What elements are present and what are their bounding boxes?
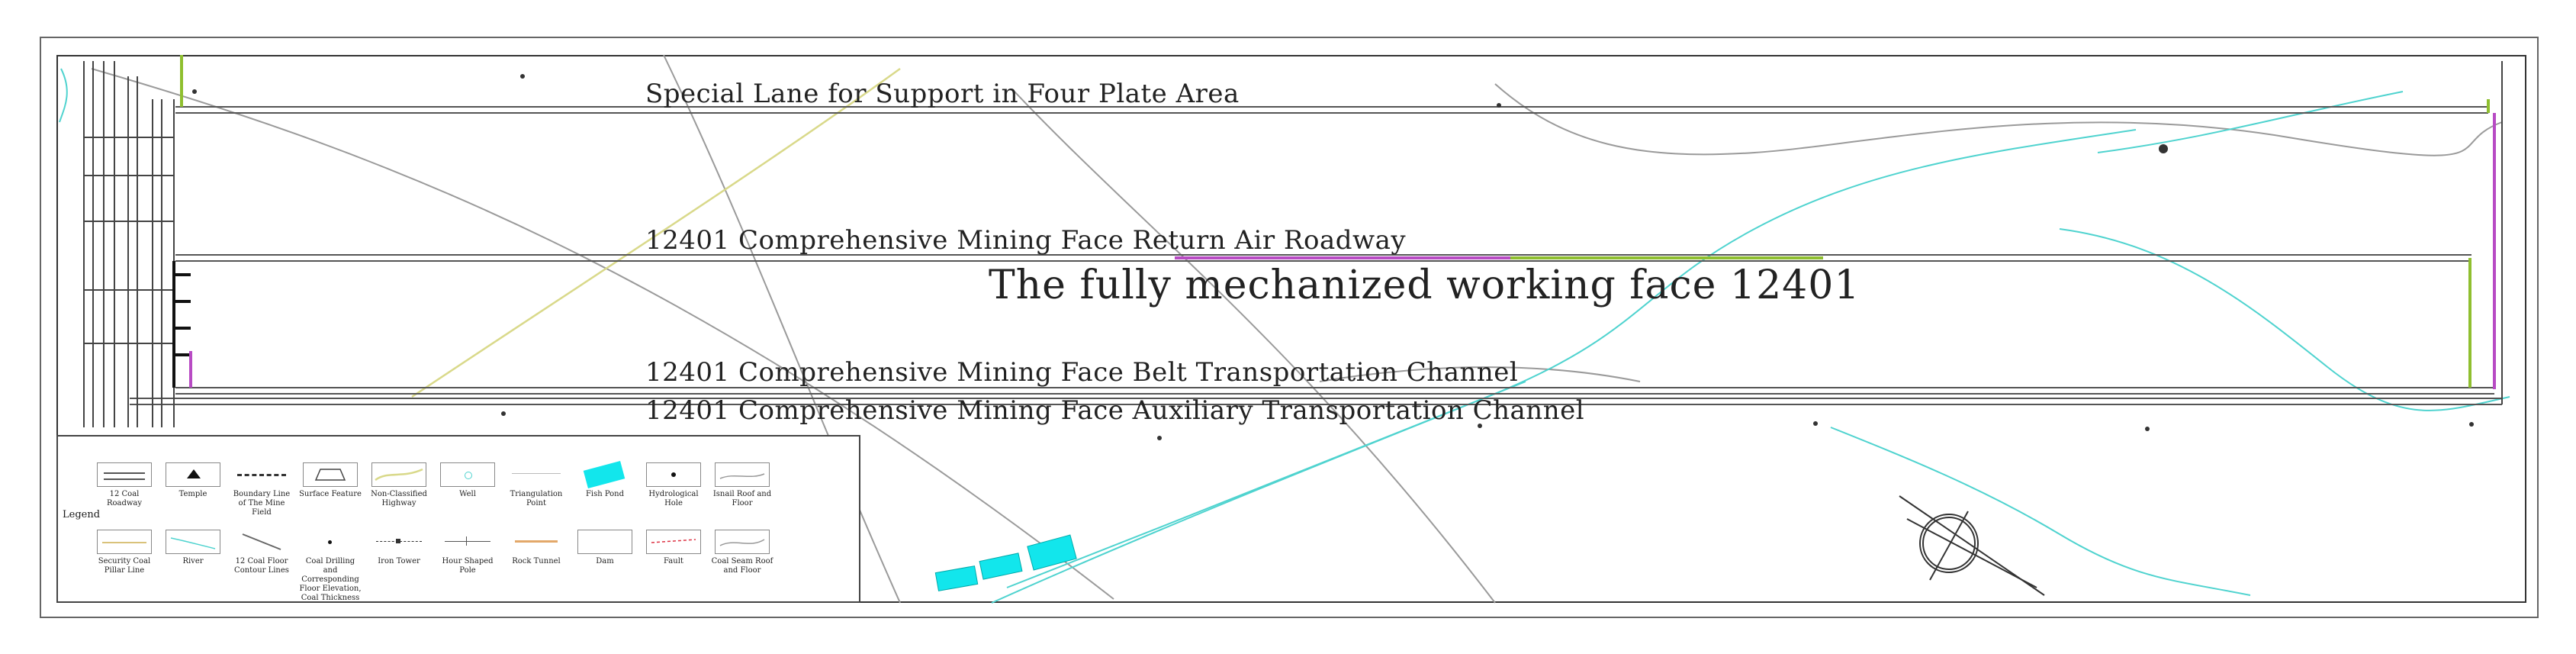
- legend-item: Coal Seam Roof and Floor: [711, 530, 773, 575]
- legend-item: Isnail Roof and Floor: [711, 462, 773, 508]
- belt-roadway: [175, 387, 2494, 395]
- trapezoid-icon: [303, 462, 358, 487]
- legend-item: Temple: [162, 462, 224, 499]
- legend-label: Well: [459, 490, 476, 498]
- legend-item: Security Coal Pillar Line: [93, 530, 156, 575]
- legend-item: Rock Tunnel: [505, 530, 568, 566]
- well-icon: [440, 462, 495, 487]
- legend-item: Non-Classified Highway: [368, 462, 430, 508]
- working-face-label: The fully mechanized working face 12401: [989, 263, 1860, 308]
- north-arrow-icon: [1899, 495, 2045, 596]
- legend-label: Isnail Roof and Floor: [712, 490, 772, 507]
- legend-label: Rock Tunnel: [512, 557, 561, 565]
- dam-icon: [577, 530, 632, 554]
- legend-item: 12 Coal Roadway: [93, 462, 156, 508]
- legend-item: Triangulation Point: [505, 462, 568, 508]
- special-lane-label: Special Lane for Support in Four Plate A…: [645, 79, 1240, 109]
- river-lines: [59, 68, 2510, 604]
- fish-pond-icon: [577, 460, 632, 489]
- dashed-boundary-icon: [234, 462, 289, 487]
- roof-floor-icon: [715, 462, 770, 487]
- legend-label: Iron Tower: [378, 557, 420, 565]
- legend-item: Hydrological Hole: [642, 462, 705, 508]
- pillar-line-icon: [97, 530, 152, 554]
- iron-tower-icon: [371, 530, 426, 554]
- legend-label: Non-Classified Highway: [371, 490, 427, 507]
- legend-item: Fault: [642, 530, 705, 566]
- rock-tunnel-icon: [509, 530, 564, 554]
- legend-item: Fish Pond: [574, 460, 636, 499]
- legend-item: River: [162, 530, 224, 566]
- legend-item: Hour Shaped Pole: [436, 530, 499, 575]
- fault-icon: [646, 530, 701, 554]
- pole-icon: [440, 530, 495, 554]
- legend-item: Well: [436, 462, 499, 499]
- main-shaft-roadways: [83, 61, 175, 427]
- legend-item: Surface Feature: [299, 462, 362, 499]
- chain-pillar-crosscuts: [172, 261, 191, 388]
- legend-item: Boundary Line of The Mine Field: [230, 462, 293, 517]
- return-air-roadway-label: 12401 Comprehensive Mining Face Return A…: [645, 225, 1407, 256]
- legend-label: Security Coal Pillar Line: [98, 557, 151, 575]
- seam-roof-floor-icon: [715, 530, 770, 554]
- highway-icon: [371, 462, 426, 487]
- triangulation-icon: [509, 462, 564, 487]
- contour-icon: [234, 530, 289, 554]
- legend-label: River: [182, 557, 204, 565]
- stopping-line: [2468, 61, 2503, 404]
- legend-label: Fish Pond: [585, 490, 625, 498]
- legend-label: Dam: [596, 557, 614, 565]
- legend-label: Coal Seam Roof and Floor: [711, 557, 773, 575]
- floor-contour-lines: [91, 54, 2503, 604]
- belt-channel-label: 12401 Comprehensive Mining Face Belt Tra…: [645, 357, 1519, 388]
- double-line-icon: [97, 462, 152, 487]
- fish-ponds: [934, 534, 1077, 591]
- legend-label: Boundary Line of The Mine Field: [233, 490, 291, 517]
- drill-hole-icon: [303, 530, 358, 554]
- map-inner-frame: [56, 55, 2526, 603]
- legend-label: 12 Coal Roadway: [106, 490, 143, 507]
- auxiliary-channel-label: 12401 Comprehensive Mining Face Auxiliar…: [645, 395, 1585, 426]
- temple-icon: [166, 462, 220, 487]
- river-icon: [166, 530, 220, 554]
- legend-label: Surface Feature: [299, 490, 362, 498]
- auxiliary-roadway: [130, 398, 2502, 405]
- legend-item: 12 Coal Floor Contour Lines: [230, 530, 293, 575]
- legend-label: 12 Coal Floor Contour Lines: [234, 557, 289, 575]
- legend-item: Iron Tower: [368, 530, 430, 566]
- legend-label: Coal Drilling and Corresponding Floor El…: [299, 557, 362, 602]
- legend-label: Fault: [664, 557, 683, 565]
- legend-item: Dam: [574, 530, 636, 566]
- legend-label: Temple: [178, 490, 207, 498]
- drill-holes: [192, 74, 2474, 440]
- map-outer-frame: [40, 37, 2539, 618]
- legend-panel: Legend 12 Coal Roadway Temple Boundary L…: [56, 435, 860, 603]
- legend-label: Hour Shaped Pole: [442, 557, 494, 575]
- legend-title: Legend: [63, 509, 101, 520]
- hydrological-hole-icon: [646, 462, 701, 487]
- legend-label: Hydrological Hole: [648, 490, 699, 507]
- legend-label: Triangulation Point: [510, 490, 563, 507]
- legend-item: Coal Drilling and Corresponding Floor El…: [299, 530, 362, 603]
- return-air-roadway: [175, 254, 2471, 262]
- special-lane-roadway: [175, 106, 2488, 114]
